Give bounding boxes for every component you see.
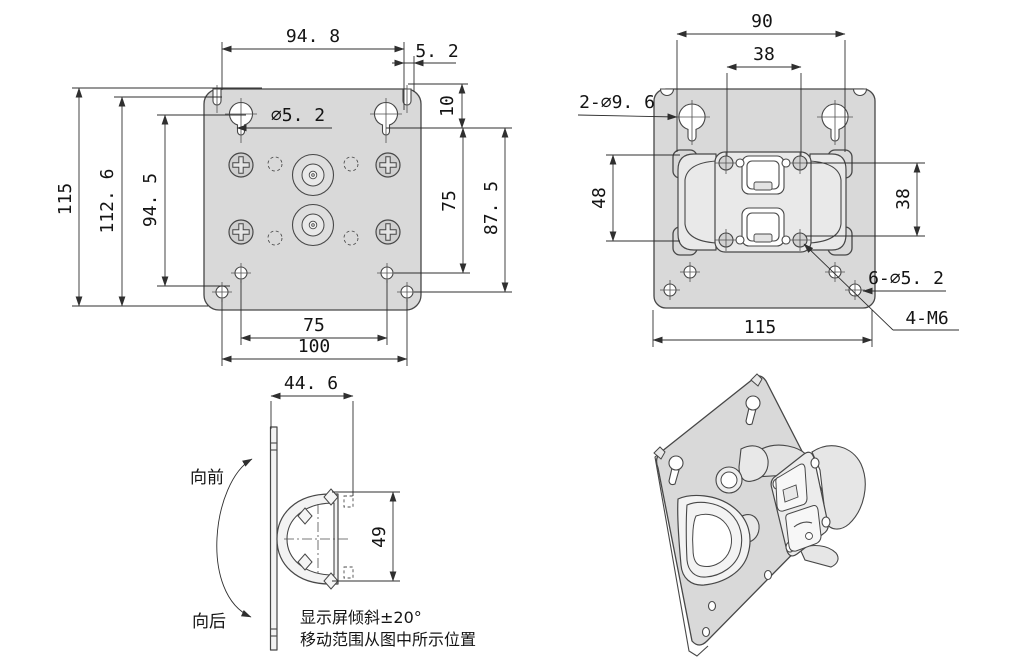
dim-front-right-outer: 87. 5 bbox=[481, 181, 502, 235]
dim-side-height: 49 bbox=[369, 526, 390, 548]
dim-front-right-inner: 75 bbox=[439, 190, 460, 212]
iso-bolt-hole bbox=[707, 600, 717, 612]
front-screw-bl bbox=[228, 219, 254, 245]
dim-front-bottom-outer: 100 bbox=[298, 336, 331, 357]
rear-dimensions: 90 38 2-∅9. 6 48 38 6-∅5. 2 4-M6 115 bbox=[577, 11, 959, 347]
front-view: 94. 8 5. 2 10 ∅5. 2 115 112. 6 94. 5 bbox=[55, 26, 512, 366]
rear-pin-hole bbox=[781, 158, 791, 168]
front-pivot-boss-lower bbox=[291, 203, 335, 247]
dim-rear-right-height: 38 bbox=[893, 188, 914, 210]
rear-hinge-slot-lower bbox=[741, 207, 785, 247]
dim-rear-top-inner: 38 bbox=[753, 44, 775, 65]
label-tilt-forward: 向前 bbox=[190, 468, 224, 488]
iso-bolt-hole bbox=[701, 626, 711, 638]
side-hidden-boss-top bbox=[343, 495, 354, 508]
rear-top-notch-left bbox=[659, 88, 675, 97]
front-hidden-hole bbox=[267, 230, 283, 246]
dim-rear-left-height: 48 bbox=[589, 187, 610, 209]
front-screw-br bbox=[375, 219, 401, 245]
rear-hinge-barrel-right bbox=[809, 153, 847, 251]
label-tilt-backward: 向后 bbox=[192, 612, 226, 632]
front-hidden-hole bbox=[343, 230, 359, 246]
rear-hinge-barrel-left bbox=[677, 153, 717, 251]
label-front-keyhole-dia: ∅5. 2 bbox=[271, 105, 325, 126]
side-dimensions: 44. 6 49 bbox=[270, 373, 400, 582]
dim-rear-top-span: 90 bbox=[751, 11, 773, 32]
front-plate bbox=[203, 88, 422, 311]
tilt-arc-arrow bbox=[216, 458, 253, 618]
iso-shell-opening bbox=[692, 513, 732, 567]
iso-bolt-hole bbox=[763, 569, 773, 581]
iso-head-slot-lower bbox=[785, 505, 822, 552]
iso-vesa-hole bbox=[810, 457, 820, 469]
iso-pivot-collar-inner bbox=[720, 471, 738, 489]
front-screw-tr bbox=[375, 152, 401, 178]
front-dimensions: 94. 8 5. 2 10 ∅5. 2 115 112. 6 94. 5 bbox=[55, 26, 512, 366]
iso-view bbox=[653, 373, 866, 657]
note-tilt-range-line1: 显示屏倾斜±20° bbox=[300, 608, 422, 627]
rear-view: 90 38 2-∅9. 6 48 38 6-∅5. 2 4-M6 115 bbox=[577, 11, 959, 347]
label-rear-keyhole-dia: 2-∅9. 6 bbox=[579, 92, 655, 113]
dim-front-top-inset: 10 bbox=[437, 95, 458, 117]
dim-front-top-span: 94. 8 bbox=[286, 26, 340, 47]
rear-top-notch-right bbox=[852, 88, 868, 97]
rear-pin-hole bbox=[781, 235, 791, 245]
dim-front-height-inner: 94. 5 bbox=[140, 173, 161, 227]
iso-keyhole bbox=[745, 395, 761, 411]
front-hidden-hole bbox=[267, 156, 283, 172]
iso-top-tab bbox=[653, 446, 666, 460]
label-rear-plate-holes: 6-∅5. 2 bbox=[868, 268, 944, 289]
front-pivot-boss-upper bbox=[291, 153, 335, 197]
dim-front-height-total: 115 bbox=[55, 183, 76, 216]
side-view: 向前 向后 44. 6 49 显示屏倾斜±20° 移动范围从图中所示位置 bbox=[190, 373, 476, 651]
rear-pin-hole bbox=[735, 235, 745, 245]
label-rear-thread-holes: 4-M6 bbox=[905, 308, 948, 329]
dim-rear-bottom-span: 115 bbox=[744, 317, 777, 338]
front-screw-tl bbox=[228, 152, 254, 178]
dim-front-top-offset: 5. 2 bbox=[415, 41, 458, 62]
dim-side-depth: 44. 6 bbox=[284, 373, 338, 394]
iso-tilt-lobe-lower bbox=[799, 544, 839, 568]
iso-vesa-hole bbox=[821, 516, 831, 528]
dim-front-bottom-inner: 75 bbox=[303, 315, 325, 336]
iso-keyhole-slot bbox=[745, 407, 757, 426]
rear-hinge-plate bbox=[714, 151, 812, 253]
front-hidden-hole bbox=[343, 156, 359, 172]
iso-keyhole bbox=[668, 455, 684, 471]
side-hidden-boss-bottom bbox=[343, 566, 354, 579]
iso-keyhole-slot bbox=[668, 467, 680, 486]
dim-front-height-mid: 112. 6 bbox=[97, 168, 118, 233]
note-tilt-range-line2: 移动范围从图中所示位置 bbox=[300, 630, 476, 649]
rear-hinge-slot-upper bbox=[741, 155, 785, 195]
iso-top-tab bbox=[750, 373, 763, 387]
iso-head-slot-tab bbox=[782, 484, 799, 503]
rear-pin-hole bbox=[735, 158, 745, 168]
side-wall-plate bbox=[269, 426, 278, 651]
iso-head-slot-hole bbox=[805, 532, 813, 540]
